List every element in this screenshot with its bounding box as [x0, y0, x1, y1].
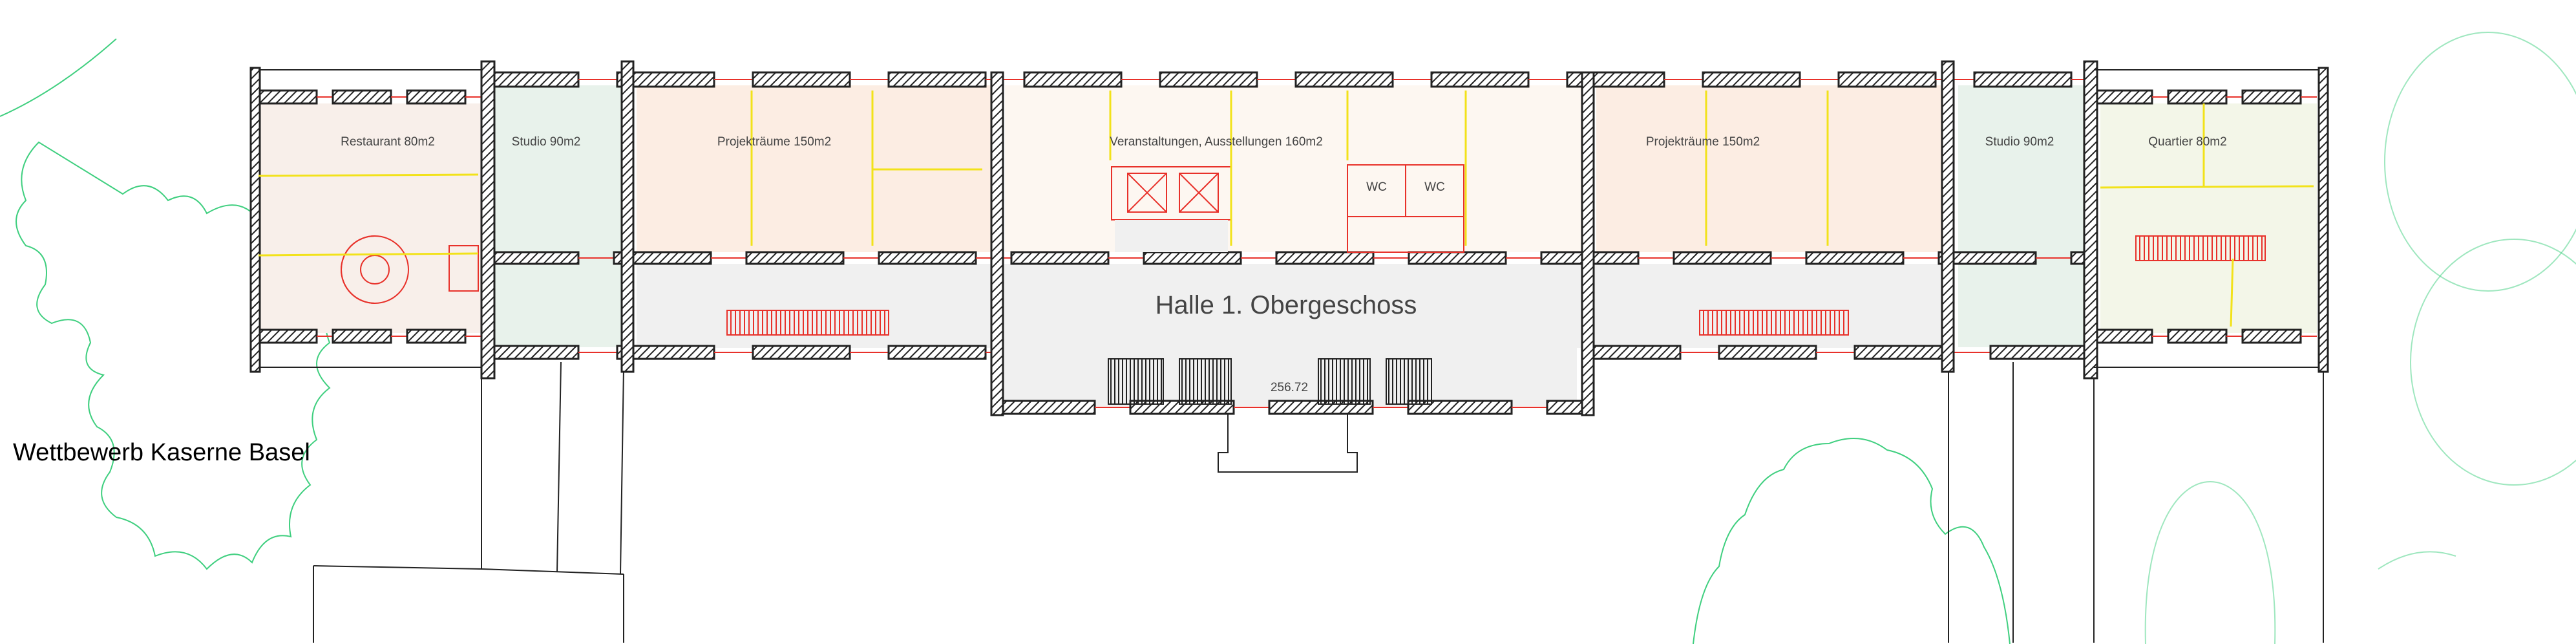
exterior-wall-south [1853, 345, 1953, 360]
corridor-wall [1143, 251, 1242, 265]
walls [249, 60, 2329, 416]
corridor-wall [745, 251, 845, 265]
tree-outline-top-left [0, 38, 117, 117]
room-label-studio-left: Studio 90m2 [512, 135, 581, 149]
interventions: WC WC [341, 164, 2266, 405]
stairs-red [726, 235, 2266, 336]
wing-wall-north-right [2167, 89, 2228, 105]
stair-flight [2135, 235, 2266, 261]
room-fill [1005, 85, 1584, 252]
elevation-mark: 256.72 [1271, 381, 1308, 394]
room-fill [491, 85, 624, 347]
room-label-projekt-right: Projekträume 150m2 [1646, 135, 1760, 149]
stair-wall-south [990, 400, 1096, 415]
exterior-wall-south [1718, 345, 1817, 360]
wing-wall-south-left [332, 328, 392, 344]
wall-vertical [2317, 67, 2329, 373]
room-fill [1596, 85, 1945, 252]
corridor-wall [1275, 251, 1375, 265]
tree-outline-far-right [2378, 551, 2456, 570]
tree-circle-right-2 [2410, 239, 2576, 486]
exterior-wall-north [1159, 71, 1258, 88]
wall-vertical [1941, 60, 1955, 373]
room-label-restaurant: Restaurant 80m2 [341, 135, 435, 149]
corridor-wall [1010, 251, 1110, 265]
exterior-wall-south [752, 345, 851, 360]
wall-vertical [2083, 60, 2098, 380]
room-fills [259, 85, 2317, 406]
stair-flight [1108, 358, 1164, 405]
entrance-porch [1218, 414, 1358, 473]
site-lines [313, 361, 2324, 643]
wing-wall-north-right [2241, 89, 2302, 105]
wc-block: WC WC [1347, 164, 1464, 253]
wing-wall-south-left [406, 328, 467, 344]
room-fill [1958, 85, 2087, 347]
wing-wall-north-left [332, 89, 392, 105]
wing-wall-north-left [406, 89, 467, 105]
wall-vertical [1581, 71, 1595, 416]
wing-wall-north-left [257, 89, 318, 105]
main-stairs [1108, 358, 1432, 405]
lifts [1111, 166, 1232, 252]
room-labels: Restaurant 80m2 Studio 90m2 Projekträume… [341, 135, 2227, 394]
hall-fill [637, 264, 1945, 348]
wing-wall-south-left [257, 328, 318, 344]
corridor-wall [480, 251, 580, 265]
exterior-wall-north [480, 71, 580, 88]
exterior-wall-north [1430, 71, 1530, 88]
exterior-wall-north [887, 71, 987, 88]
wing-wall-north-right [2093, 89, 2153, 105]
exterior-wall-north [752, 71, 851, 88]
exterior-wall-north [1294, 71, 1394, 88]
drawing-title: Wettbewerb Kaserne Basel [13, 439, 310, 466]
exterior-wall-north [1837, 71, 1937, 88]
room-label-veranstaltungen: Veranstaltungen, Ausstellungen 160m2 [1110, 135, 1323, 149]
floor-label: Halle 1. Obergeschoss [1156, 291, 1417, 319]
exterior-wall-south [480, 345, 580, 360]
lift-left-wing [449, 245, 479, 292]
partitions [258, 91, 2314, 327]
wing-wall-south-right [2167, 328, 2228, 344]
room-label-projekt-left: Projekträume 150m2 [717, 135, 831, 149]
corridor-wall [1408, 251, 1507, 265]
wing-wall-south-right [2241, 328, 2302, 344]
exterior-wall-north [1973, 71, 2073, 88]
exterior-wall-north [1023, 71, 1123, 88]
corridor-wall [878, 251, 977, 265]
stair-hall-fill [998, 348, 1577, 406]
room-label-studio-right: Studio 90m2 [1985, 135, 2054, 149]
wc-label-1: WC [1366, 180, 1387, 194]
tree-outline-bottom-right [1693, 438, 2011, 644]
tree-circle-right-1 [2384, 32, 2576, 292]
tree-circle-right-3 [2144, 480, 2276, 644]
stair-flight [1699, 310, 1849, 336]
wc-label-2: WC [1424, 180, 1445, 194]
wall-vertical [620, 60, 635, 373]
room-fill [2100, 103, 2317, 333]
exterior-wall-south [887, 345, 987, 360]
wall-vertical [249, 67, 261, 373]
wall-vertical [990, 71, 1004, 416]
room-label-quartier: Quartier 80m2 [2148, 135, 2226, 149]
room-fill [259, 103, 481, 333]
spiral-stair [341, 235, 409, 304]
exterior-wall-south [1582, 345, 1682, 360]
wing-wall-south-right [2093, 328, 2153, 344]
exterior-wall-north [1702, 71, 1801, 88]
corridor-wall [1673, 251, 1772, 265]
exterior-wall-south [1989, 345, 2089, 360]
wall-vertical [480, 60, 496, 380]
corridor-wall [1805, 251, 1905, 265]
